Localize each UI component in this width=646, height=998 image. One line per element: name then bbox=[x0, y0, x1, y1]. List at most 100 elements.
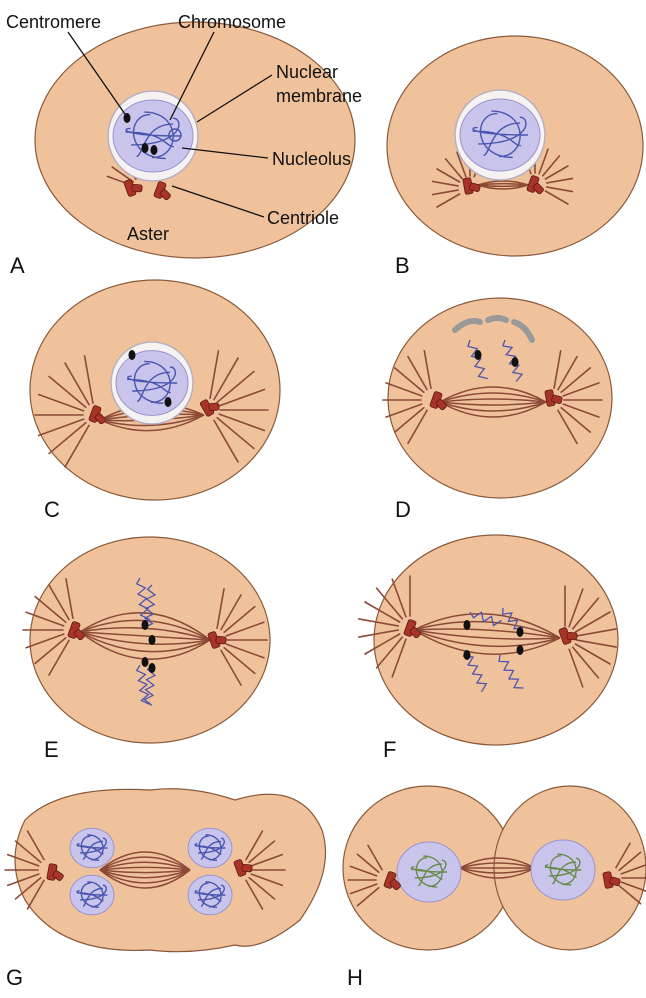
aster-ray bbox=[562, 403, 600, 418]
aster-c2 bbox=[209, 350, 269, 463]
chromosome-e1 bbox=[135, 577, 151, 627]
aster-ray bbox=[357, 618, 399, 627]
centriole-e1 bbox=[67, 621, 85, 641]
membrane-fragment-d3 bbox=[511, 319, 535, 343]
spindle-fiber bbox=[459, 867, 536, 879]
aster-ray bbox=[574, 611, 611, 633]
aster-ray bbox=[620, 881, 646, 892]
centriole-cylinder bbox=[52, 870, 64, 881]
aster-ray bbox=[576, 639, 618, 648]
aster-ray bbox=[25, 633, 65, 649]
aster-ray bbox=[407, 355, 428, 391]
nucleus-g2-chromatin bbox=[76, 881, 108, 909]
cell-f bbox=[373, 534, 619, 746]
aster-ray bbox=[26, 879, 45, 910]
centriole-cylinder bbox=[215, 635, 227, 645]
aster-ray bbox=[245, 879, 264, 910]
chromosome-f2 bbox=[501, 607, 524, 630]
centromere-c1 bbox=[128, 350, 136, 360]
aster-ray bbox=[216, 416, 255, 450]
aster-ray bbox=[560, 367, 592, 394]
aster-ray bbox=[248, 840, 276, 864]
centriole-cylinder bbox=[566, 631, 578, 641]
centromere-e1 bbox=[141, 620, 149, 630]
aster-ray bbox=[385, 403, 423, 418]
spindle-fiber bbox=[79, 612, 211, 641]
aster-ray bbox=[65, 577, 74, 619]
panel-letter-b: B bbox=[395, 253, 410, 278]
spindle-fiber bbox=[79, 631, 211, 653]
aster-ray bbox=[48, 375, 87, 409]
aster-ray bbox=[538, 148, 549, 175]
aster-g2 bbox=[245, 830, 286, 910]
centriole-cylinder bbox=[159, 189, 171, 201]
centriole-h2 bbox=[602, 871, 621, 889]
nucleus-a-chromatin bbox=[125, 111, 182, 160]
leader-centriole bbox=[171, 185, 265, 218]
nucleus-b-chromatin bbox=[472, 110, 529, 159]
label-nuclear-membrane-1: Nuclear bbox=[276, 62, 339, 82]
centromere-f2 bbox=[516, 627, 524, 637]
label-aster: Aster bbox=[127, 224, 170, 244]
aster-ray bbox=[431, 189, 459, 196]
aster-ray bbox=[34, 595, 67, 624]
panel-letter-f: F bbox=[383, 737, 397, 762]
spindle-fiber bbox=[477, 184, 529, 188]
aster-ray bbox=[225, 643, 265, 659]
panel-letter-c: C bbox=[44, 497, 60, 522]
panel-letter-d: D bbox=[395, 497, 411, 522]
aster-ray bbox=[456, 151, 467, 178]
centromere-d2 bbox=[511, 357, 519, 367]
spindle-fiber bbox=[99, 414, 205, 427]
chromatin-h1 bbox=[410, 855, 448, 888]
spindle-fiber bbox=[99, 869, 191, 879]
aster-ray bbox=[218, 413, 266, 432]
centriole-c2 bbox=[199, 399, 220, 417]
centromere-f1 bbox=[463, 620, 471, 630]
aster-ray bbox=[393, 367, 425, 394]
spindle-b bbox=[477, 180, 529, 190]
aster-ray bbox=[618, 884, 642, 905]
spindle-fiber bbox=[413, 629, 561, 655]
aster-ray bbox=[14, 840, 42, 864]
centriole-cylinder bbox=[551, 394, 563, 404]
aster-ray bbox=[557, 355, 578, 391]
aster-ray bbox=[615, 842, 631, 869]
chromatin-h2 bbox=[544, 853, 582, 886]
spindle-fiber bbox=[477, 182, 529, 186]
spindle-e bbox=[79, 612, 211, 660]
spindle-fiber bbox=[459, 862, 536, 869]
aster-ray bbox=[391, 578, 407, 618]
centriole-d1 bbox=[429, 391, 447, 411]
chromosome-e2 bbox=[143, 584, 157, 629]
aster-ray bbox=[364, 601, 401, 623]
centriole-cylinder bbox=[241, 863, 253, 873]
aster-ray bbox=[37, 393, 85, 412]
aster-ray bbox=[544, 190, 569, 205]
centriole-cylinder bbox=[389, 879, 401, 891]
label-nucleolus: Nucleolus bbox=[272, 149, 352, 169]
membrane-fragment-d1 bbox=[452, 318, 483, 333]
spindle-fiber bbox=[439, 401, 547, 412]
aster-ray bbox=[209, 350, 220, 399]
spindle-d bbox=[439, 386, 547, 418]
aster-ray bbox=[245, 830, 264, 861]
leader-lines bbox=[67, 31, 273, 218]
centriole-cylinder bbox=[435, 399, 447, 411]
panel-letter-e: E bbox=[44, 737, 59, 762]
spindle-fiber bbox=[477, 184, 529, 190]
centriole-a1 bbox=[123, 179, 143, 197]
aster-ray bbox=[553, 349, 562, 389]
aster-e1 bbox=[22, 577, 74, 676]
aster-ray bbox=[213, 357, 239, 401]
aster-ray bbox=[560, 406, 592, 433]
aster-ray bbox=[571, 597, 600, 630]
spindle-fiber bbox=[459, 867, 536, 874]
spindle-fiber bbox=[439, 401, 547, 418]
aster-ray bbox=[26, 830, 45, 861]
aster-ray bbox=[349, 865, 378, 877]
centromere-f4 bbox=[516, 645, 524, 655]
aster-ray bbox=[250, 853, 284, 867]
